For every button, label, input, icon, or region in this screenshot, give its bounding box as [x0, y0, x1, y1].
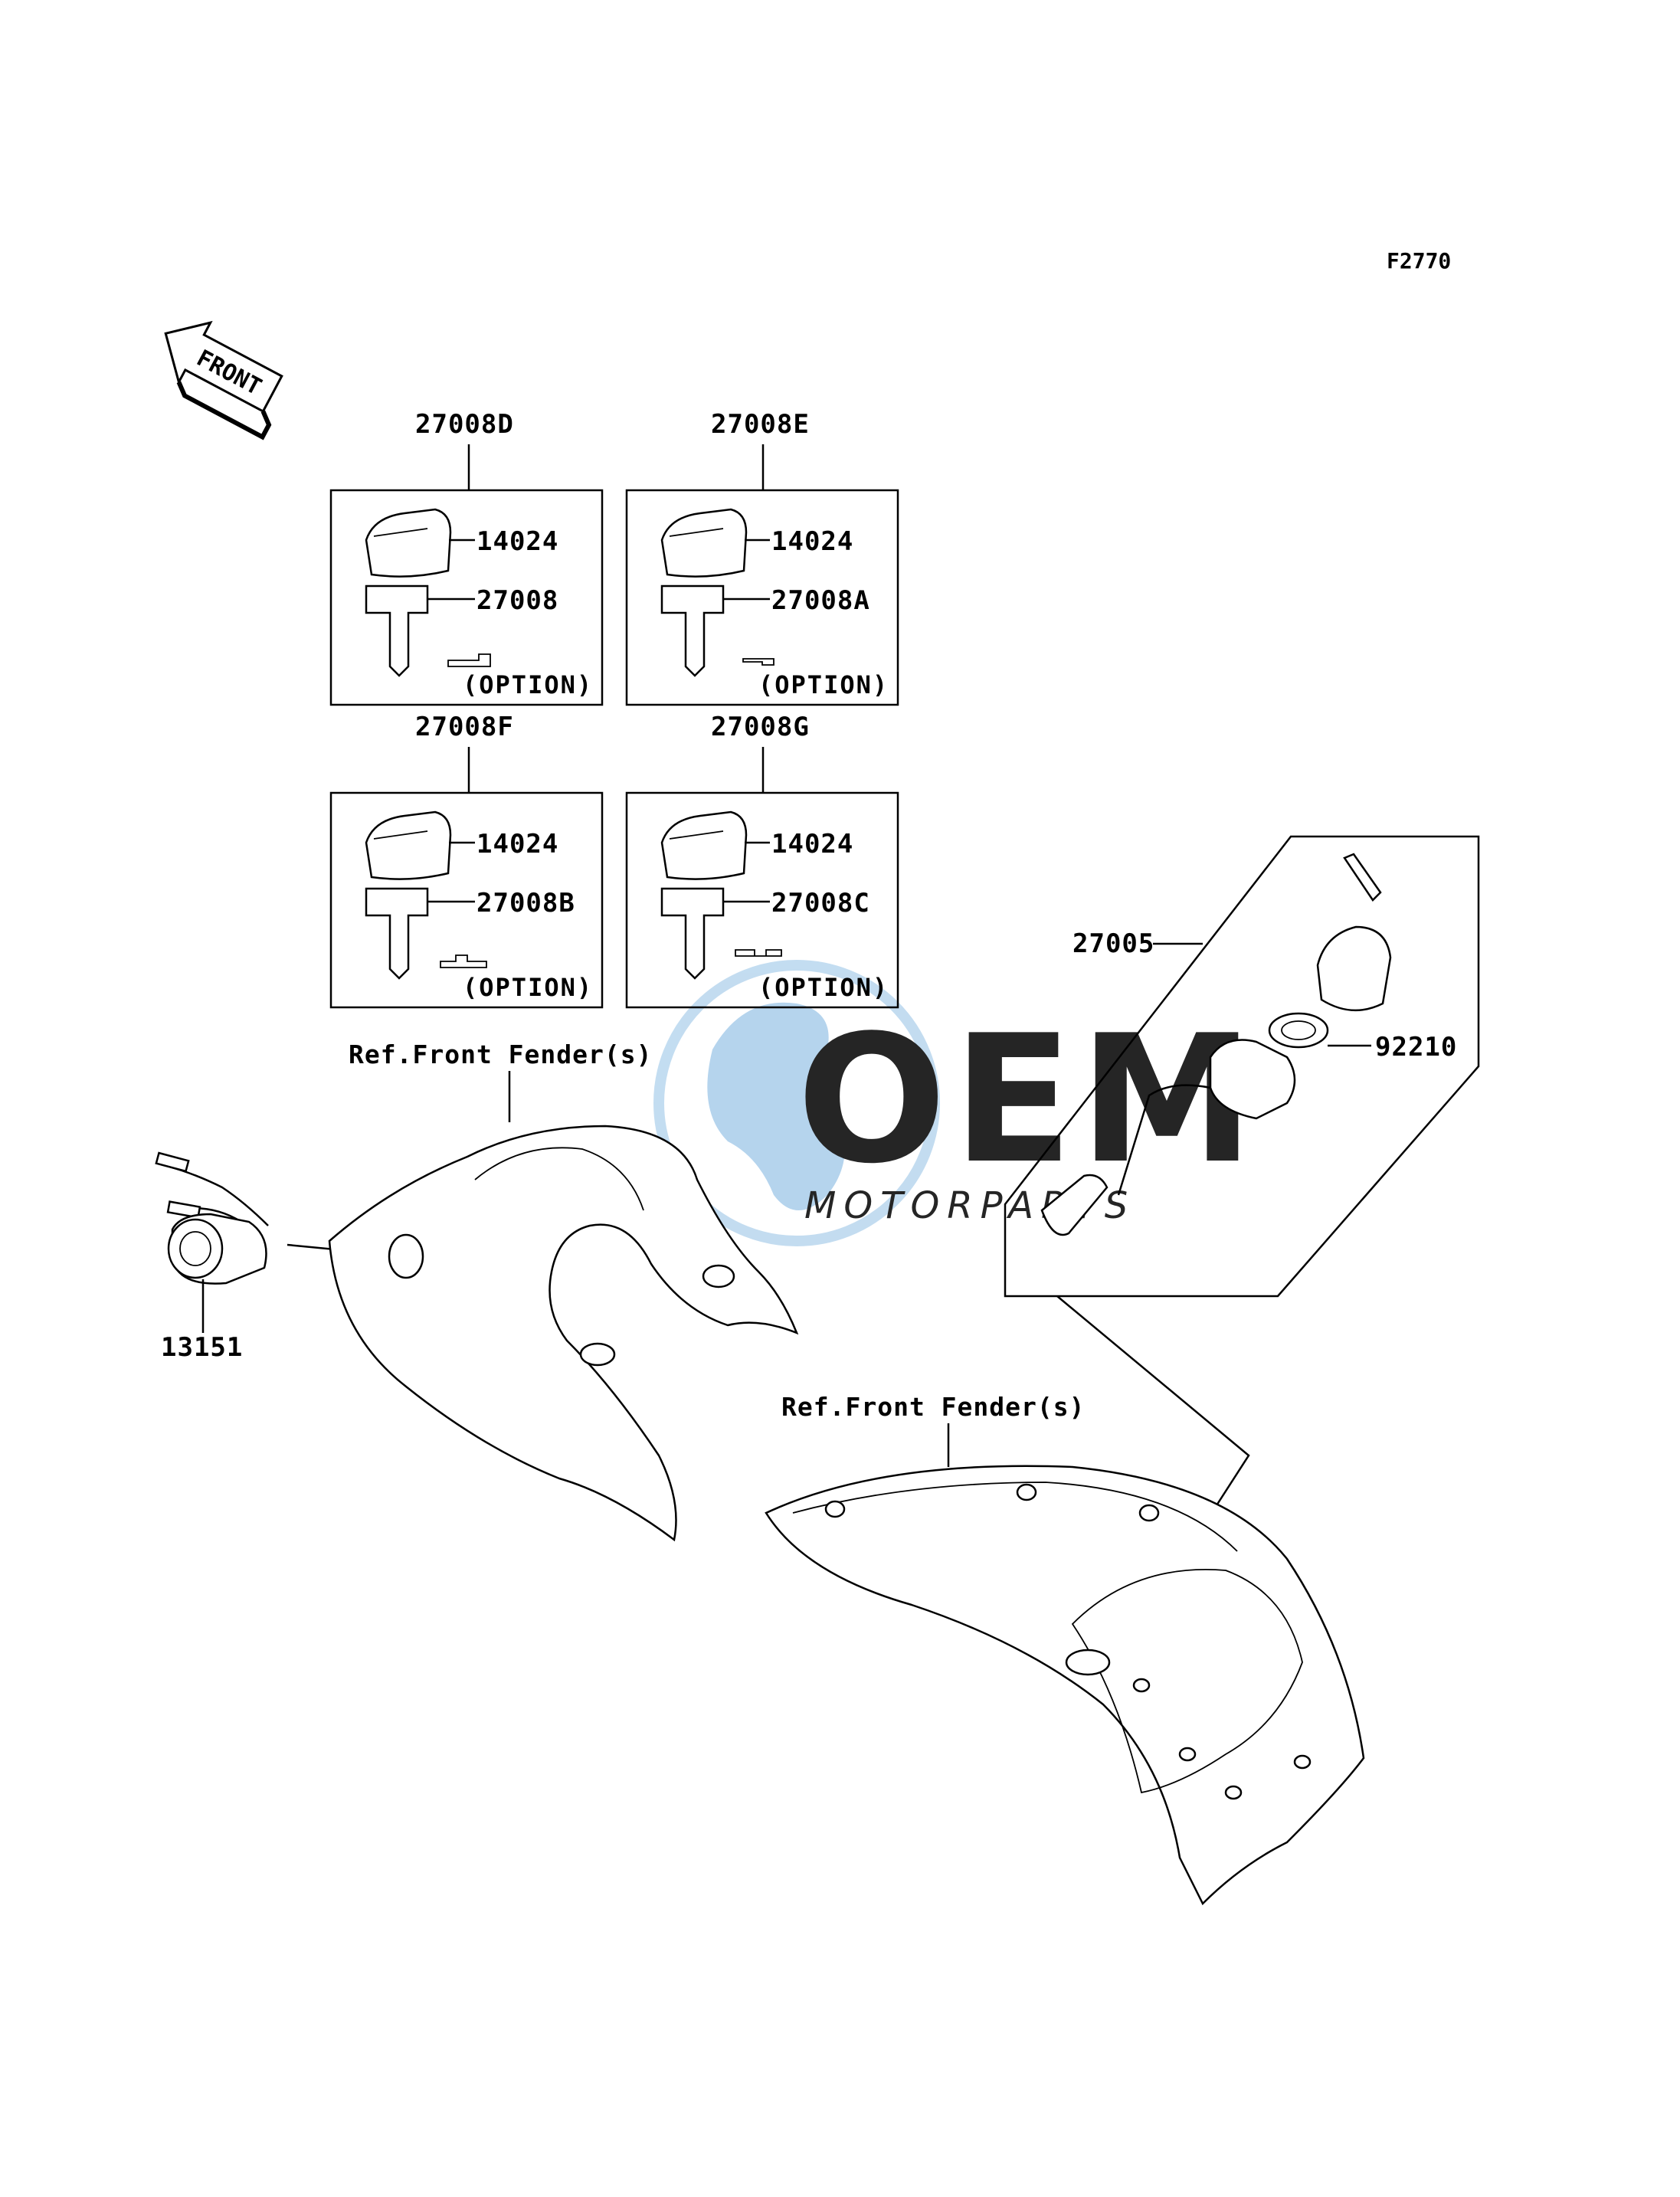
key-part-number: 27008A	[771, 585, 870, 616]
key-icon	[365, 887, 429, 980]
kit-box-2: 27008E 14024 27008A (OPTION)	[625, 409, 899, 706]
option-label: (OPTION)	[463, 670, 593, 699]
front-arrow-icon	[164, 320, 283, 413]
key-icon	[660, 584, 725, 677]
lamp-part-number: 13151	[161, 1332, 243, 1363]
fender-2-outline-icon	[765, 1465, 1365, 1906]
option-label: (OPTION)	[758, 670, 889, 699]
front-fender-1: Ref.Front Fender(s)	[328, 1040, 799, 1542]
fender-2-ref-label: Ref.Front Fender(s)	[781, 1392, 1086, 1422]
kit-box-1: 27008D 14024 27008 (OPTION)	[329, 409, 604, 706]
key-part-number: 27008	[476, 585, 558, 616]
kit-label: 27008E	[711, 409, 810, 440]
indicator-lamp: 13151	[155, 1151, 391, 1363]
ignition-switch-assembly: 27005 92210	[1004, 835, 1480, 1525]
figure-code: F2770	[1387, 248, 1451, 273]
watermark: OEM MOTORPARTS	[653, 960, 1261, 1246]
fender-1-outline-icon	[328, 1125, 799, 1542]
switch-hole-icon	[388, 1233, 424, 1279]
connector-icon	[1040, 1174, 1109, 1236]
kit-label: 27008D	[415, 409, 514, 440]
key-cap-icon	[365, 508, 452, 578]
key-part-number: 27008C	[771, 888, 870, 918]
cap-part-number: 14024	[771, 526, 853, 557]
option-label: (OPTION)	[758, 973, 889, 1002]
front-fender-2: Ref.Front Fender(s)	[765, 1392, 1365, 1906]
kit-box-4: 27008G 14024 27008C (OPTION)	[625, 712, 899, 1009]
switch-body-icon	[1209, 1039, 1296, 1120]
key-cap-icon	[660, 508, 748, 578]
key-icon	[660, 887, 725, 980]
watermark-continents-icon	[707, 1002, 845, 1210]
switch-head-icon	[1316, 925, 1392, 1012]
ignition-switch-part-number: 27005	[1073, 928, 1154, 959]
key-profile-icon	[447, 653, 491, 667]
kit-box-3: 27008F 14024 27008B (OPTION)	[329, 712, 604, 1009]
key-icon	[365, 584, 429, 677]
ignition-key-icon	[1343, 853, 1382, 902]
key-cap-icon	[365, 810, 452, 880]
cap-part-number: 14024	[476, 526, 558, 557]
fender-2-switch-hole-icon	[1065, 1649, 1111, 1676]
kit-label: 27008F	[415, 712, 514, 742]
watermark-logo: OEM	[797, 998, 1261, 1203]
nut-part-number: 92210	[1375, 1032, 1457, 1062]
key-cap-icon	[660, 810, 748, 880]
key-profile-icon	[735, 949, 782, 957]
cap-part-number: 14024	[771, 829, 853, 859]
fender-1-ref-label: Ref.Front Fender(s)	[349, 1040, 653, 1069]
watermark-globe-icon	[653, 960, 940, 1246]
key-part-number: 27008B	[476, 888, 575, 918]
front-arrow: FRONT	[164, 320, 283, 440]
kit-label: 27008G	[711, 712, 810, 742]
cap-part-number: 14024	[476, 829, 558, 859]
key-profile-icon	[742, 658, 775, 666]
key-profile-icon	[440, 954, 487, 968]
nut-icon	[1268, 1012, 1329, 1049]
option-label: (OPTION)	[463, 973, 593, 1002]
